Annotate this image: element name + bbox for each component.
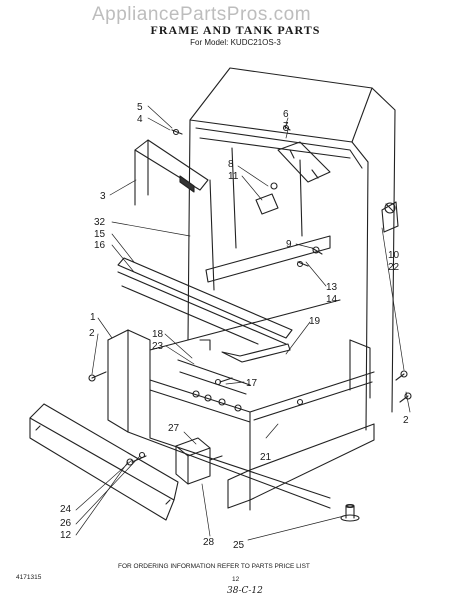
toe-panel bbox=[29, 403, 179, 521]
callout-18: 18 bbox=[152, 329, 164, 340]
page-title: FRAME AND TANK PARTS bbox=[150, 23, 321, 37]
motor-unit bbox=[175, 437, 223, 485]
callout-15: 15 bbox=[94, 229, 106, 240]
callout-32: 32 bbox=[94, 217, 106, 228]
callout-4: 4 bbox=[137, 114, 143, 125]
callout-17: 17 bbox=[246, 378, 258, 389]
rail-bracket bbox=[134, 139, 209, 206]
callout-27: 27 bbox=[168, 423, 180, 434]
clip-part bbox=[255, 182, 279, 215]
watermark: AppliancePartsPros.com bbox=[92, 4, 312, 25]
callout-7: 7 bbox=[283, 121, 289, 132]
leveling-leg bbox=[340, 503, 360, 522]
ordering-instruction: FOR ORDERING INFORMATION REFER TO PARTS … bbox=[118, 563, 310, 570]
callout-24: 24 bbox=[60, 504, 72, 515]
callout-8: 8 bbox=[228, 159, 234, 170]
model-subtitle: For Model: KUDC21OS-3 bbox=[190, 38, 281, 47]
callout-2-right: 2 bbox=[403, 415, 409, 426]
callout-21: 21 bbox=[260, 452, 272, 463]
callout-19: 19 bbox=[309, 316, 321, 327]
tank-assembly bbox=[187, 67, 396, 431]
callout-9: 9 bbox=[286, 239, 292, 250]
leader-lines bbox=[75, 105, 411, 541]
callout-1: 1 bbox=[90, 312, 96, 323]
brace-rail bbox=[117, 257, 293, 345]
base-frame bbox=[107, 299, 375, 511]
fasteners bbox=[88, 124, 412, 466]
side-bracket bbox=[381, 201, 399, 233]
part-code: 4171315 bbox=[16, 574, 42, 581]
callout-13: 13 bbox=[326, 282, 338, 293]
callout-22: 22 bbox=[388, 262, 400, 273]
callout-10: 10 bbox=[388, 250, 400, 261]
callout-23: 23 bbox=[152, 341, 164, 352]
handwritten-note: 38-C-12 bbox=[227, 586, 263, 596]
callout-26: 26 bbox=[60, 518, 72, 529]
callout-2-left: 2 bbox=[89, 328, 95, 339]
callout-14: 14 bbox=[326, 294, 338, 305]
page-number: 12 bbox=[232, 576, 240, 583]
callout-11: 11 bbox=[228, 171, 239, 182]
callout-5: 5 bbox=[137, 102, 143, 113]
top-mount-plate bbox=[277, 141, 331, 183]
callout-28: 28 bbox=[203, 537, 215, 548]
callout-labels: 5 4 3 6 7 8 11 32 15 16 9 13 14 10 22 1 … bbox=[60, 102, 409, 551]
callout-12: 12 bbox=[60, 530, 72, 541]
callout-3: 3 bbox=[100, 191, 106, 202]
callout-6: 6 bbox=[283, 109, 289, 120]
callout-25: 25 bbox=[233, 540, 245, 551]
callout-16: 16 bbox=[94, 240, 106, 251]
